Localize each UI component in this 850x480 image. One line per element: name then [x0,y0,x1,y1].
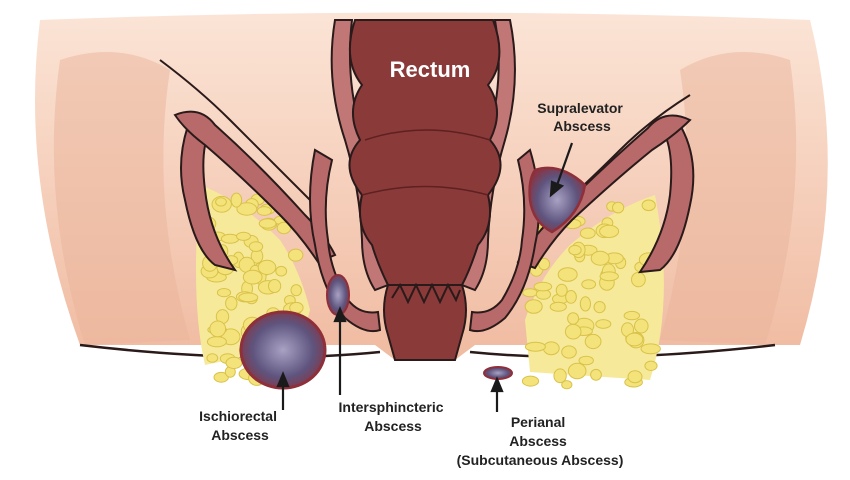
fat-globule [257,259,277,275]
perianal-label-line: (Subcutaneous Abscess) [457,452,624,468]
fat-globule [521,375,540,387]
fat-globule [561,380,573,390]
supralevator-label-line: Abscess [553,118,611,134]
fat-globule [225,356,243,369]
perianal-label-line: Abscess [509,433,567,449]
fat-globule [258,218,277,229]
fat-globule [644,360,658,371]
fat-globule [567,312,580,325]
right-external-sphincter [468,148,540,333]
fat-globule [564,323,582,340]
fat-globule [555,283,568,297]
supralevator-abscess [528,166,587,234]
fat-globule [238,292,259,303]
left-levator-ani [173,110,337,264]
intersphincteric-label-line: Abscess [364,418,422,434]
fat-globule [590,250,610,266]
fat-globule [542,341,560,356]
fat-globule [268,279,282,293]
fat-globule [581,279,597,290]
anal-canal [383,284,467,361]
fat-globule [206,353,219,363]
supralevator-label: Supralevator Abscess [537,100,626,134]
fat-globule [216,288,232,298]
fat-globule [549,301,567,312]
fat-globule [225,296,238,311]
rectum-label: Rectum [390,57,471,82]
fat-globule [256,206,272,216]
fat-globule [538,257,551,271]
fat-globule [230,192,243,208]
fat-globule [553,368,567,384]
fat-globule [640,343,661,355]
fat-globule [579,227,596,239]
fat-globule [631,271,646,288]
intersphincteric-label-line: Intersphincteric [339,399,444,415]
fat-globule [276,221,292,235]
perianal-abscess [483,366,513,380]
rectum-fold-line [364,129,491,141]
fat-globule [599,271,619,282]
fat-globule [557,267,578,282]
perianal-label: Perianal Abscess (Subcutaneous Abscess) [457,414,624,468]
fat-globule [524,341,546,352]
fat-globule [595,319,612,329]
fat-globule [612,201,625,214]
fat-globule [565,290,577,304]
fat-globule [206,336,227,348]
fat-globule [236,231,251,241]
fat-globule [524,299,543,314]
fat-globule [567,362,587,380]
dentate-line-folds [391,282,461,305]
fat-globule [561,345,577,359]
fat-globule [578,355,594,366]
fat-globule [627,370,643,384]
fat-globule [288,248,304,262]
intersphincteric-label: Intersphincteric Abscess [339,399,448,434]
fat-globule [242,269,263,285]
fat-globule [275,265,288,277]
right-levator-muscle [637,123,695,274]
fat-globule [599,224,620,238]
fat-globule [590,368,602,381]
ischiorectal-label-line: Abscess [211,427,269,443]
fat-globule [236,202,258,216]
fat-globule [290,284,302,297]
fat-globule [641,199,656,212]
left-pelvic-wall-line [159,59,321,211]
supralevator-label-line: Supralevator [537,100,623,116]
left-levator-muscle [180,118,238,272]
ischiorectal-label-line: Ischiorectal [199,408,277,424]
fat-globule [533,281,553,292]
pointer-arrows [276,142,574,412]
intersphincteric-abscess [326,274,350,316]
fat-globule [634,318,649,334]
fat-globule [522,288,538,298]
fat-globule [215,197,227,207]
fat-globule [584,333,602,350]
perianal-label-line: Perianal [511,414,565,430]
right-buttock-shadow [660,52,797,345]
ischiorectal-label: Ischiorectal Abscess [199,408,281,443]
fat-globule [625,332,644,347]
fat-globule [593,301,606,314]
fat-globule [209,320,227,338]
fat-globule [579,296,592,312]
fat-globule [248,241,264,253]
fat-globule [623,310,640,321]
left-buttock-shadow [53,52,190,345]
fat-globule [568,244,582,256]
rectum-fold-line [361,185,489,196]
